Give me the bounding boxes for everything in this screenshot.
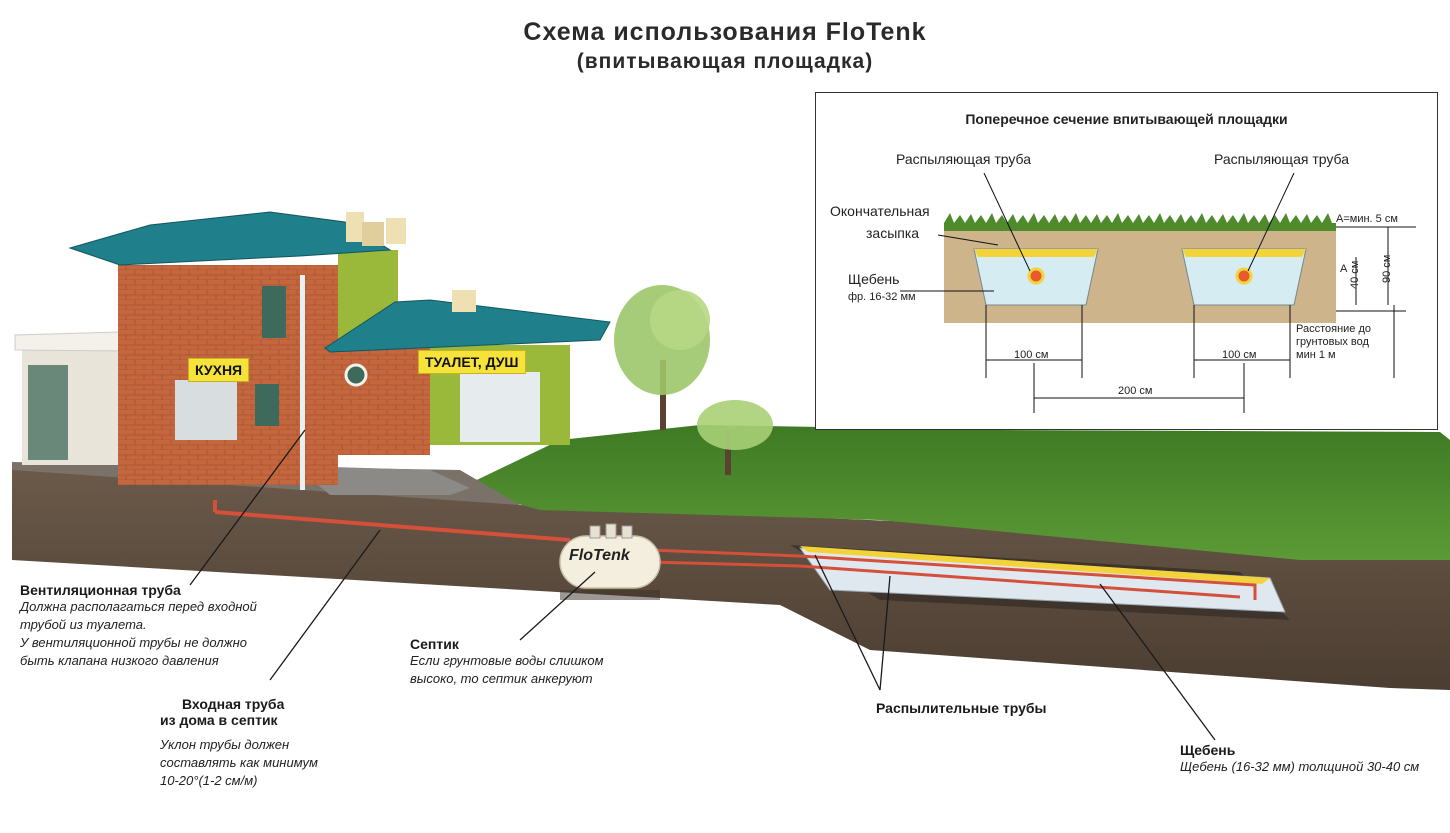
lawn (460, 425, 1450, 560)
pipe-left-label: Распыляющая труба (896, 151, 1032, 167)
page-subtitle: (впитывающая площадка) (576, 50, 874, 73)
window-kitchen-big (175, 380, 237, 440)
dim-90: 90 см (1381, 254, 1393, 283)
cross-section-inset: Поперечное сечение впитывающей площадки (815, 92, 1438, 430)
tank-logo: FloTenk (569, 547, 631, 564)
spacing-label: 200 см (1118, 385, 1153, 397)
tank-riser-3 (621, 525, 633, 539)
leader-lines (189, 429, 1216, 741)
gravel-leader (1099, 583, 1216, 741)
outlet-pipe-2 (649, 560, 1241, 599)
inlet-line-3: 10-20°(1-2 см/м) (160, 773, 258, 788)
gravel-bed (800, 546, 1270, 584)
vent-leader (189, 429, 306, 586)
kitchen-label: КУХНЯ (188, 358, 250, 382)
vent-line-1: Должна располагаться перед входной (20, 599, 257, 614)
window-kitchen (255, 384, 279, 426)
tank-riser-1 (589, 525, 601, 539)
groundwater-line-3: мин 1 м (1296, 349, 1336, 361)
dimension-lines (985, 226, 1416, 413)
septic-tank: FloTenk (559, 523, 661, 600)
chimney-1 (346, 212, 364, 242)
gravel-line: Щебень (16-32 мм) толщиной 30-40 см (1180, 759, 1420, 774)
vent-line-2: трубой из туалета. (20, 617, 147, 632)
septic-line-1: Если грунтовые воды слишком (410, 653, 604, 668)
tree-large-crown-2 (650, 290, 710, 350)
house (14, 211, 611, 490)
width-left-label: 100 см (1014, 349, 1049, 361)
section-grass-tufts (944, 213, 1332, 223)
chimney-2 (362, 222, 384, 246)
vent-line-3: У вентиляционной трубы не должно (20, 635, 247, 650)
tree-small-crown (697, 400, 773, 450)
tree-small (697, 400, 773, 475)
tree-large (614, 285, 710, 430)
inlet-title-1: Входная труба (182, 696, 285, 712)
a-min-label: А=мин. 5 см (1336, 213, 1398, 225)
septic-leader (519, 571, 596, 641)
inlet-line-1: Уклон трубы должен (160, 737, 290, 752)
spray-leader-1 (814, 554, 881, 691)
drainpipe (300, 275, 305, 490)
groundwater-line-2: грунтовых вод (1296, 336, 1369, 348)
wing-chimney (452, 290, 476, 312)
tree-large-trunk (660, 360, 666, 430)
inset-title: Поперечное сечение впитывающей площадки (965, 111, 1288, 127)
toilet-shower-label: ТУАЛЕТ, ДУШ (418, 350, 526, 374)
gravel-fraction: фр. 16-32 мм (848, 291, 916, 303)
vent-callout: Вентиляционная труба Должна располагатьс… (20, 582, 280, 670)
inlet-title-2: из дома в септик (160, 712, 278, 728)
page-title: Схема использования FloTenk (523, 18, 927, 46)
spray-leader-2 (879, 575, 891, 691)
trench-left-top (974, 249, 1098, 257)
septic-callout: Септик Если грунтовые воды слишком высок… (410, 636, 650, 688)
wing-roof (324, 299, 611, 353)
dim-40: 40 см (1349, 260, 1361, 289)
pipe-right-label: Распыляющая труба (1214, 151, 1350, 167)
backfill-line-1: Окончательная (830, 203, 930, 219)
backfill-line-2: засыпка (866, 225, 920, 241)
inlet-leader (269, 529, 381, 681)
outlet-pipe-1 (649, 548, 1257, 600)
inlet-pipe (214, 510, 571, 542)
spray-pipes-label: Распылительные трубы (876, 700, 1047, 716)
bathroom-interior (460, 372, 540, 442)
tank-riser-2 (605, 523, 617, 539)
wing-brick (330, 345, 430, 455)
chimney-3 (386, 218, 406, 244)
pipes (213, 500, 1257, 600)
pipe-left-pointer (983, 172, 1031, 272)
inlet-line-2: составлять как минимум (160, 755, 318, 770)
tree-small-trunk (725, 430, 731, 475)
window-upper (262, 286, 286, 338)
gravel-title: Щебень (1180, 742, 1236, 758)
cross-section-drawing (900, 172, 1416, 413)
veranda-glass (28, 365, 68, 460)
vent-title: Вентиляционная труба (20, 582, 181, 598)
section-grass (944, 223, 1336, 231)
gravel-label: Щебень (848, 271, 900, 287)
inlet-callout: Входная труба из дома в септик Уклон тру… (160, 696, 360, 790)
septic-title: Септик (410, 636, 459, 652)
vent-line-4: быть клапана низкого давления (20, 653, 219, 668)
groundwater-line-1: Расстояние до (1296, 323, 1372, 335)
width-right-label: 100 см (1222, 349, 1257, 361)
trench-right-top (1182, 249, 1306, 257)
septic-line-2: высоко, то септик анкеруют (410, 671, 593, 686)
spray-pipe-right (1235, 267, 1253, 285)
terrace (130, 466, 470, 495)
wing-round-window (344, 363, 368, 387)
pipe-right-pointer (1247, 172, 1295, 272)
a-letter: А (1340, 263, 1348, 275)
gravel-callout: Щебень Щебень (16-32 мм) толщиной 30-40 … (1180, 742, 1445, 776)
tank-shadow (560, 590, 660, 600)
backfill-pointer (937, 234, 999, 246)
spray-pipe-left (1027, 267, 1045, 285)
